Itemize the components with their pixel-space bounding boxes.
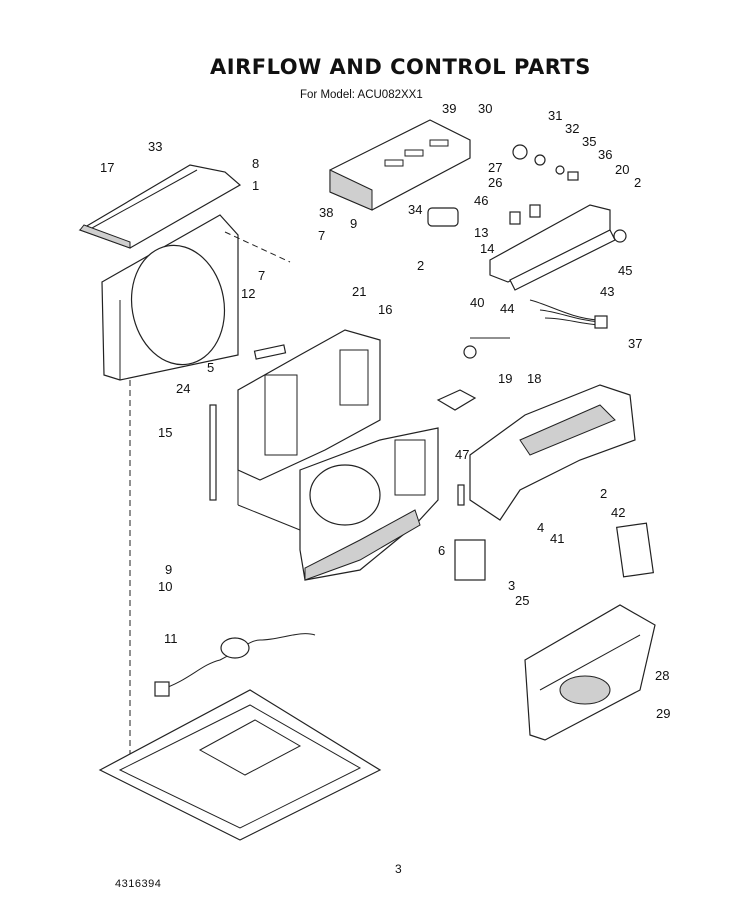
callout-9b: 9 [165,562,172,577]
callout-14: 14 [480,241,494,256]
callout-34: 34 [408,202,422,217]
callout-9a: 9 [350,216,357,231]
callout-20: 20 [615,162,629,177]
part-blower-scroll [299,427,439,581]
callout-17: 17 [100,160,114,175]
model-subtitle: For Model: ACU082XX1 [300,89,423,101]
part-top-bracket [78,164,242,249]
callout-24: 24 [176,381,190,396]
part-power-cord [154,633,316,697]
callout-40: 40 [470,295,484,310]
callout-38: 38 [319,205,333,220]
part-control-bracket [329,119,471,211]
callout-36: 36 [598,147,612,162]
callout-1: 1 [252,178,259,193]
callout-26: 26 [488,175,502,190]
callout-31: 31 [548,108,562,123]
document-number: 4316394 [115,878,162,890]
part-control-panel [489,204,627,291]
callout-4: 4 [537,520,544,535]
callout-21: 21 [352,284,366,299]
part-base-pan [98,689,382,841]
callout-3: 3 [508,578,515,593]
callout-15: 15 [158,425,172,440]
part-air-duct [469,384,636,521]
callout-42: 42 [611,505,625,520]
callout-16: 16 [378,302,392,317]
callout-13: 13 [474,225,488,240]
callout-46: 46 [474,193,488,208]
callout-12: 12 [241,286,255,301]
diagram-title: AIRFLOW AND CONTROL PARTS [210,55,591,79]
callout-29: 29 [656,706,670,721]
callout-5: 5 [207,360,214,375]
callout-labels: 39 30 31 32 35 36 20 2 33 17 8 1 27 26 9… [100,101,670,721]
callout-35: 35 [582,134,596,149]
callout-2a: 2 [634,175,641,190]
callout-25: 25 [515,593,529,608]
callout-7b: 7 [258,268,265,283]
part-partition [237,329,381,531]
callout-18: 18 [527,371,541,386]
part-small-pieces [436,389,655,581]
callout-44: 44 [500,301,514,316]
callout-10: 10 [158,579,172,594]
callout-33: 33 [148,139,162,154]
callout-19: 19 [498,371,512,386]
callout-39: 39 [442,101,456,116]
callout-45: 45 [618,263,632,278]
callout-32: 32 [565,121,579,136]
callout-8: 8 [252,156,259,171]
callout-11: 11 [164,631,178,646]
page-number: 3 [395,862,402,876]
callout-37: 37 [628,336,642,351]
callout-7a: 7 [318,228,325,243]
callout-28: 28 [655,668,669,683]
callout-43: 43 [600,284,614,299]
part-fan-shroud [101,214,239,381]
callout-30: 30 [478,101,492,116]
callout-2b: 2 [417,258,424,273]
callout-27: 27 [488,160,502,175]
callout-47: 47 [455,447,469,462]
part-wire-harness [529,299,608,329]
part-front-grille [524,604,656,741]
part-hardware [209,144,579,506]
callout-2c: 2 [600,486,607,501]
callout-41: 41 [550,531,564,546]
callout-6: 6 [438,543,445,558]
